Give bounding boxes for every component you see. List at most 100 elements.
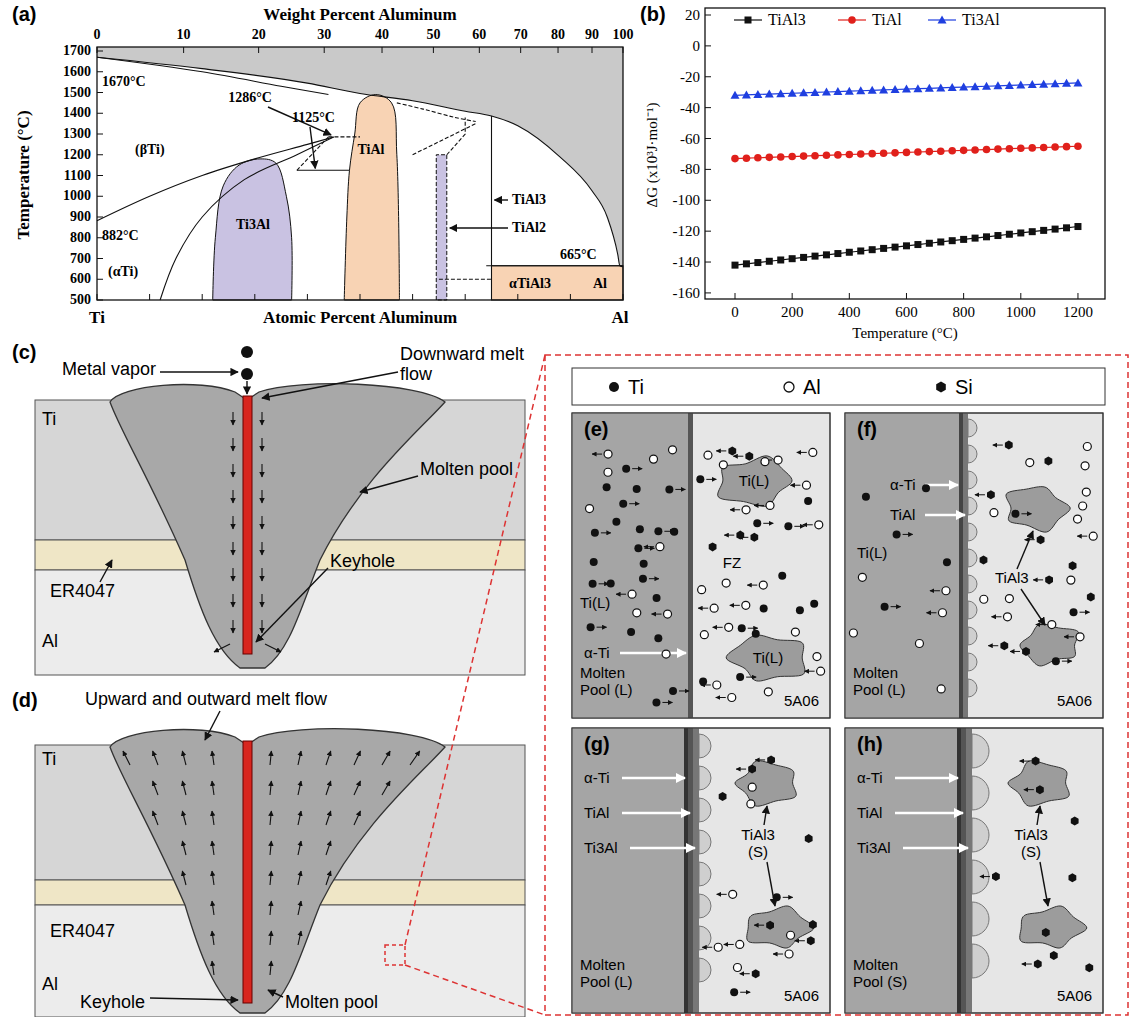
tick-label: 1700 <box>63 43 91 58</box>
tick-label: 80 <box>551 27 565 42</box>
tick-label: 1000 <box>63 189 91 204</box>
leader-arrow <box>354 781 360 795</box>
leader-arrow <box>182 781 186 795</box>
leader-arrow <box>153 751 158 765</box>
panel-letter: (d) <box>12 689 38 711</box>
panel-letter: (h) <box>857 733 883 755</box>
annotation: 1670°C <box>102 74 146 89</box>
leader-arrow <box>232 412 233 425</box>
leader-arrow <box>270 841 271 855</box>
tick-label: 20 <box>252 27 266 42</box>
annotation: α-Ti <box>890 477 916 494</box>
tick-label: 100 <box>613 27 634 42</box>
annotation: Ti3Al <box>857 840 891 857</box>
annotation: 1286°C <box>228 90 272 105</box>
leader-arrow <box>182 841 186 855</box>
leader-arrow <box>622 777 685 780</box>
annotation: ER4047 <box>50 582 115 602</box>
tick-label: 1500 <box>63 85 91 100</box>
leader-arrow <box>298 901 301 915</box>
leader-arrow <box>232 594 233 607</box>
leader-arrow <box>261 594 262 607</box>
leader-arrow <box>495 199 509 200</box>
leader-arrow <box>298 751 301 765</box>
tick-label: 900 <box>70 209 91 224</box>
leader-arrow <box>214 644 230 652</box>
interface-schematics <box>572 368 1105 1013</box>
tick-label: -60 <box>680 130 700 147</box>
annotation: ER4047 <box>50 922 115 942</box>
annotation: TiAl3 (S) <box>1007 827 1055 860</box>
leader-arrow <box>212 901 214 915</box>
tick-label: 1300 <box>63 126 91 141</box>
annotation: Ti(L) <box>753 650 783 667</box>
annotation: Molten Pool (S) <box>853 957 913 990</box>
annotation: Ti(L) <box>739 473 769 490</box>
leader-arrow <box>620 652 686 655</box>
tick-label: 600 <box>70 272 91 287</box>
annotation: (αTi) <box>108 264 138 279</box>
leader-arrow <box>903 847 968 850</box>
legend-text: Al <box>803 376 821 398</box>
leader-arrow <box>232 464 233 477</box>
leader-arrow <box>150 998 238 1000</box>
annotation: Molten pool <box>285 993 378 1013</box>
leader-arrow <box>261 516 262 529</box>
leader-arrow <box>270 961 271 975</box>
leader-arrow <box>232 490 233 503</box>
legend-text: Ti <box>628 376 644 398</box>
leader-arrow <box>298 931 301 945</box>
leader-arrow <box>450 227 508 228</box>
panel-letter: (c) <box>12 341 36 363</box>
tick-label: -140 <box>673 254 701 271</box>
leader-arrow <box>764 806 767 825</box>
panel-letter: (f) <box>857 418 877 440</box>
annotation: TiAl <box>584 805 609 822</box>
panel-letter: (b) <box>640 3 666 25</box>
annotation: Ti <box>42 750 56 770</box>
leader-arrow <box>232 438 233 451</box>
annotation: Molten Pool (L) <box>580 665 640 698</box>
leader-arrow <box>212 961 214 975</box>
annotation: TiAl <box>857 805 882 822</box>
leader-arrow <box>895 812 963 815</box>
annotation: FZ <box>723 555 741 572</box>
leader-arrow <box>212 931 214 945</box>
leader-arrow <box>270 751 271 765</box>
leader-arrow <box>354 751 360 765</box>
leader-arrow <box>256 568 328 642</box>
annotation: Atomic Percent Aluminum <box>263 309 457 328</box>
tick-label: 200 <box>781 304 804 321</box>
tick-label: 70 <box>514 27 528 42</box>
leader-arrow <box>232 516 233 529</box>
leader-arrow <box>212 841 214 855</box>
panel-letter: (g) <box>584 733 610 755</box>
tick-label: -40 <box>680 99 700 116</box>
leader-arrow <box>326 781 331 795</box>
gibbs-chart <box>705 8 1105 299</box>
annotation: TiAl2 <box>512 220 546 235</box>
panel-letter: (a) <box>12 3 36 25</box>
leader-arrow <box>270 901 271 915</box>
leader-arrow <box>270 781 271 795</box>
leader-arrow <box>1037 806 1040 825</box>
tick-label: 800 <box>952 304 975 321</box>
legend-text: TiAl3 <box>768 11 806 29</box>
leader-arrow <box>261 542 262 555</box>
leader-arrow <box>326 811 331 825</box>
panel-letter: (e) <box>584 418 608 440</box>
leader-arrow <box>182 871 186 885</box>
leader-arrow <box>298 811 301 825</box>
tick-label: 90 <box>585 27 599 42</box>
tick-label: 50 <box>426 27 440 42</box>
annotation: 882°C <box>102 228 139 243</box>
legend-sample <box>609 382 619 392</box>
leader-arrow <box>232 620 233 633</box>
leader-arrow <box>262 372 398 398</box>
annotation: 1125°C <box>292 110 335 125</box>
annotation: Ti(L) <box>857 545 887 562</box>
tick-label: 10 <box>177 27 191 42</box>
leader-arrow <box>212 871 214 885</box>
annotation: Molten Pool (L) <box>580 957 640 990</box>
